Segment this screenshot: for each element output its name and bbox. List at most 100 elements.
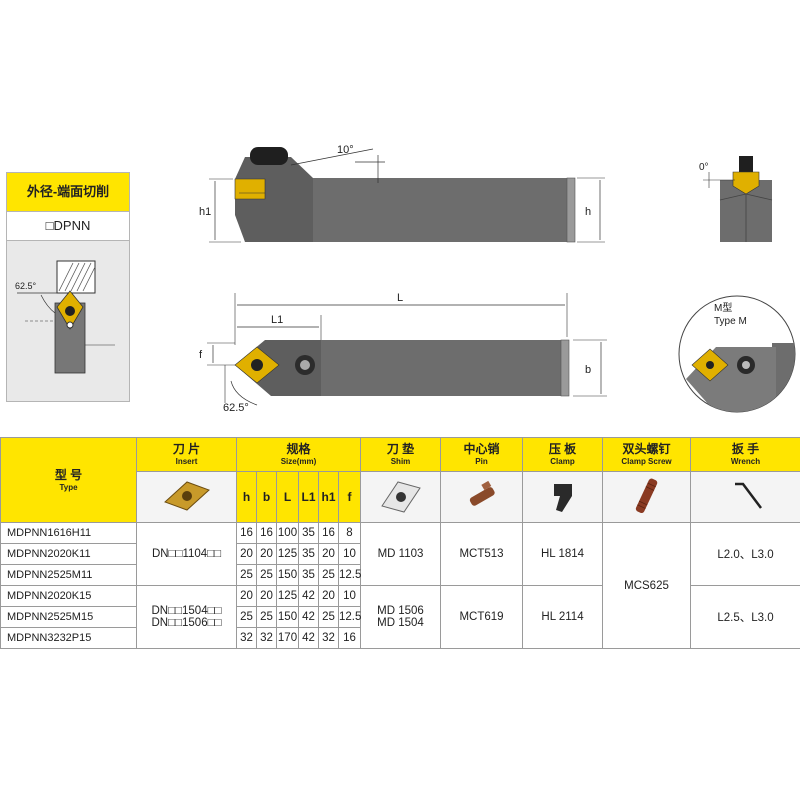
table-row: MDPNN2020K15 DN□□1504□□ DN□□1506□□ 20 20… — [0, 585, 800, 649]
screw-cell: MCS625 — [602, 522, 691, 649]
cell-b: 32 — [256, 627, 277, 649]
type-cell: MDPNN3232P15 — [0, 627, 137, 649]
bottom-angle-label: 62.5° — [223, 402, 249, 414]
cell-L1: 42 — [298, 585, 319, 607]
header-screw: 双头螺钉 Clamp Screw — [602, 437, 691, 472]
cell-L: 100 — [276, 522, 299, 544]
size-col-f: f — [338, 471, 361, 523]
shim-line: MD 1504 — [377, 617, 424, 629]
shim-line: MD 1506 — [377, 605, 424, 617]
cell-h: 25 — [236, 606, 257, 628]
clamp-cell: HL 1814 — [522, 522, 603, 586]
insert-image-cell — [136, 471, 237, 523]
header-size: 规格 Size(mm) — [236, 437, 361, 472]
cell-L1: 42 — [298, 627, 319, 649]
type-m-detail: M型 Type M — [678, 295, 796, 413]
type-cell: MDPNN2020K15 — [0, 585, 137, 607]
screw-icon — [635, 478, 657, 513]
size-col-h1: h1 — [318, 471, 339, 523]
info-panel: 外径-端面切削 □DPNN 62.5° — [6, 172, 130, 402]
cell-L1: 35 — [298, 564, 319, 586]
type-cell: MDPNN2525M11 — [0, 564, 137, 586]
f-label: f — [199, 349, 203, 361]
insert-cell: DN□□1504□□ DN□□1506□□ — [136, 585, 237, 649]
type-cell: MDPNN2525M15 — [0, 606, 137, 628]
cell-b: 20 — [256, 543, 277, 565]
type-m-zh: M型 — [714, 301, 732, 314]
L-label: L — [397, 292, 403, 304]
clamp-icon — [553, 483, 572, 512]
wrench-image-cell — [690, 471, 800, 523]
top-view-drawing: L L1 f b 62.5° — [199, 292, 607, 414]
cell-h1: 25 — [318, 606, 339, 628]
cell-L: 125 — [276, 543, 299, 565]
wrench-cell: L2.0、L3.0 — [690, 522, 800, 586]
pin-cell: MCT619 — [440, 585, 523, 649]
b-label: b — [585, 364, 591, 376]
cell-L1: 42 — [298, 606, 319, 628]
cell-h: 20 — [236, 585, 257, 607]
cell-L: 150 — [276, 564, 299, 586]
h-label: h — [585, 206, 591, 218]
wrench-cell: L2.5、L3.0 — [690, 585, 800, 649]
pin-image-cell — [440, 471, 523, 523]
top-angle-label: 10° — [337, 144, 354, 156]
cell-f: 12.5 — [338, 606, 361, 628]
panel-angle-label: 62.5° — [15, 281, 37, 291]
cell-h: 20 — [236, 543, 257, 565]
cell-f: 8 — [338, 522, 361, 544]
cell-h1: 16 — [318, 522, 339, 544]
shim-image-cell — [360, 471, 441, 523]
size-col-h: h — [236, 471, 257, 523]
header-type: 型 号 Type — [0, 437, 137, 523]
wrench-icon — [734, 482, 762, 509]
insert-line: DN□□1504□□ — [151, 605, 222, 617]
cell-h1: 25 — [318, 564, 339, 586]
cell-f: 12.5 — [338, 564, 361, 586]
cell-f: 10 — [338, 585, 361, 607]
insert-icon — [163, 480, 210, 511]
shim-cell: MD 1506 MD 1504 — [360, 585, 441, 649]
type-m-en: Type M — [714, 316, 747, 327]
screw-image-cell — [602, 471, 691, 523]
cell-L1: 35 — [298, 522, 319, 544]
insert-line: DN□□1506□□ — [151, 617, 222, 629]
panel-code: □DPNN — [7, 211, 129, 241]
cell-h1: 20 — [318, 543, 339, 565]
cell-L: 170 — [276, 627, 299, 649]
cell-L1: 35 — [298, 543, 319, 565]
cell-h: 25 — [236, 564, 257, 586]
size-col-b: b — [256, 471, 277, 523]
cell-h1: 32 — [318, 627, 339, 649]
header-pin: 中心销 Pin — [440, 437, 523, 472]
size-col-L1: L1 — [298, 471, 319, 523]
header-shim: 刀 垫 Shim — [360, 437, 441, 472]
header-clamp: 压 板 Clamp — [522, 437, 603, 472]
cell-b: 20 — [256, 585, 277, 607]
cell-L: 150 — [276, 606, 299, 628]
size-col-L: L — [276, 471, 299, 523]
shim-icon — [380, 480, 421, 513]
side-view-drawing: 10° h1 h — [199, 144, 605, 243]
type-cell: MDPNN1616H11 — [0, 522, 137, 544]
cell-h: 16 — [236, 522, 257, 544]
pin-cell: MCT513 — [440, 522, 523, 586]
cell-h1: 20 — [318, 585, 339, 607]
cell-b: 25 — [256, 606, 277, 628]
end-view-drawing: 0° — [699, 156, 773, 242]
type-cell: MDPNN2020K11 — [0, 543, 137, 565]
cell-f: 10 — [338, 543, 361, 565]
cell-L: 125 — [276, 585, 299, 607]
table-row: MDPNN2020K11 20 20 125 35 20 10 — [0, 543, 800, 565]
panel-insert-diagram: 62.5° — [15, 260, 115, 374]
L1-label: L1 — [271, 314, 283, 326]
cell-b: 16 — [256, 522, 277, 544]
panel-title: 外径-端面切削 — [7, 173, 129, 211]
header-insert: 刀 片 Insert — [136, 437, 237, 472]
cell-f: 16 — [338, 627, 361, 649]
pin-icon — [469, 480, 495, 506]
insert-cell: DN□□1104□□ — [136, 522, 237, 586]
h1-label: h1 — [199, 206, 211, 218]
cell-h: 32 — [236, 627, 257, 649]
clamp-image-cell — [522, 471, 603, 523]
